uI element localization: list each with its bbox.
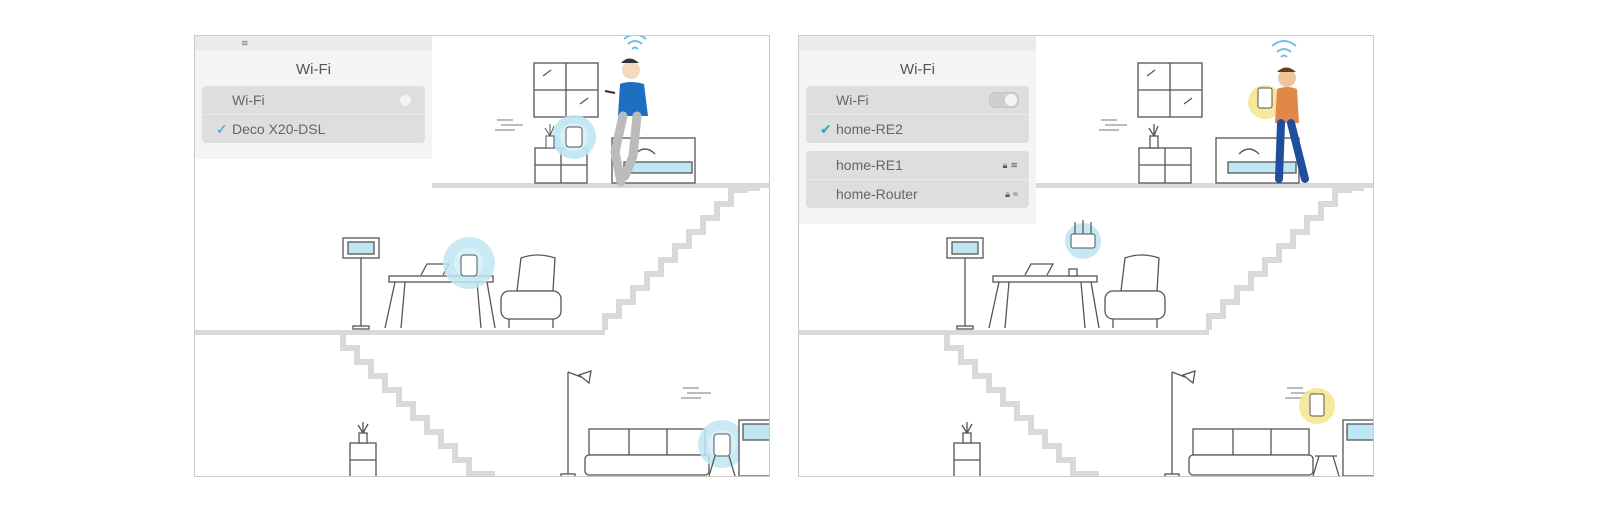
lock-icon: 🔒︎ [1005, 188, 1014, 199]
house-illustration-left [195, 36, 769, 476]
network-name: home-RE2 [836, 121, 903, 137]
wifi-icon: ≈ [1013, 188, 1021, 199]
wifi-icon: ≋ [241, 38, 249, 48]
wifi-group: Wi-Fi ✓ Deco X20-DSL [202, 86, 425, 143]
right-scene: Wi-Fi Wi-Fi ✔ home-RE2 home-RE1 🔒︎≋ home… [798, 35, 1374, 477]
wifi-settings-panel-right: Wi-Fi Wi-Fi ✔ home-RE2 home-RE1 🔒︎≋ home… [799, 36, 1036, 224]
network-name: home-RE1 [836, 157, 903, 173]
status-bar [799, 36, 1036, 50]
wifi-toggle[interactable] [400, 94, 411, 106]
panel-title: Wi-Fi [296, 61, 331, 78]
status-bar: ≋ [195, 36, 432, 50]
wifi-row-label: Wi-Fi [232, 92, 265, 108]
network-item-home-re1[interactable]: home-RE1 🔒︎≋ [806, 151, 1029, 180]
wifi-icon: ≋ [1010, 159, 1021, 170]
network-item-home-re2[interactable]: ✔ home-RE2 [806, 115, 1029, 143]
left-scene: ≋ Wi-Fi Wi-Fi ✓ Deco X20-DSL [194, 35, 770, 477]
wifi-toggle-row[interactable]: Wi-Fi [202, 86, 425, 115]
network-name: Deco X20-DSL [232, 121, 326, 137]
lock-icon: 🔒︎ [1002, 159, 1011, 170]
wifi-toggle-row[interactable]: Wi-Fi [806, 86, 1029, 115]
other-networks-group: home-RE1 🔒︎≋ home-Router 🔒︎≈ [806, 151, 1029, 208]
wifi-group: Wi-Fi ✔ home-RE2 [806, 86, 1029, 143]
wifi-toggle[interactable] [989, 92, 1019, 108]
house-illustration-right [799, 40, 1373, 476]
network-name: home-Router [836, 186, 918, 202]
checkmark-icon: ✓ [216, 120, 228, 137]
network-item-deco[interactable]: ✓ Deco X20-DSL [202, 115, 425, 143]
checkmark-icon: ✔ [820, 120, 832, 137]
wifi-settings-panel-left: ≋ Wi-Fi Wi-Fi ✓ Deco X20-DSL [195, 36, 432, 159]
wifi-row-label: Wi-Fi [836, 92, 869, 108]
network-item-home-router[interactable]: home-Router 🔒︎≈ [806, 180, 1029, 208]
panel-title: Wi-Fi [900, 61, 935, 78]
